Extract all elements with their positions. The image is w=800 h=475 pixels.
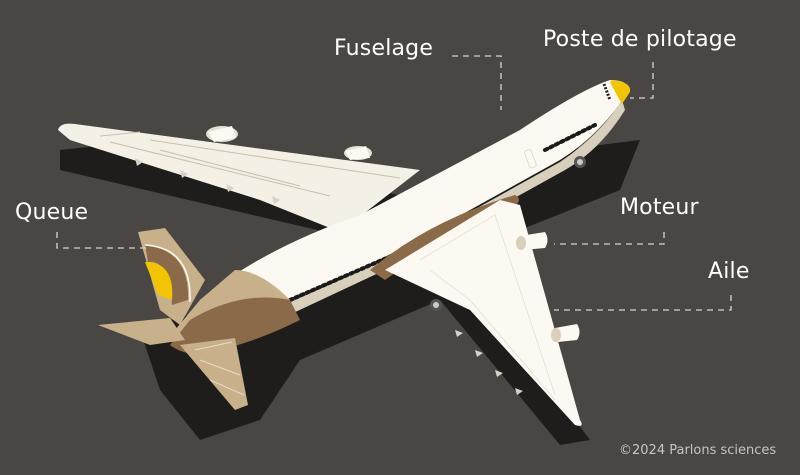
cockpit-leader	[630, 62, 654, 99]
engine-leader	[554, 232, 665, 245]
leader-lines	[56, 55, 732, 311]
tail-leader	[56, 232, 150, 249]
right-wing	[385, 156, 586, 426]
label-engine: Moteur	[620, 195, 699, 220]
label-cockpit: Poste de pilotage	[543, 27, 737, 52]
wing-leader	[554, 295, 732, 311]
fuselage-leader	[452, 55, 502, 110]
left-wing	[58, 123, 420, 232]
label-wing: Aile	[708, 259, 750, 284]
label-tail: Queue	[15, 200, 89, 225]
copyright-credit: ©2024 Parlons sciences	[619, 443, 777, 458]
tail	[98, 228, 300, 410]
label-fuselage: Fuselage	[334, 36, 434, 61]
